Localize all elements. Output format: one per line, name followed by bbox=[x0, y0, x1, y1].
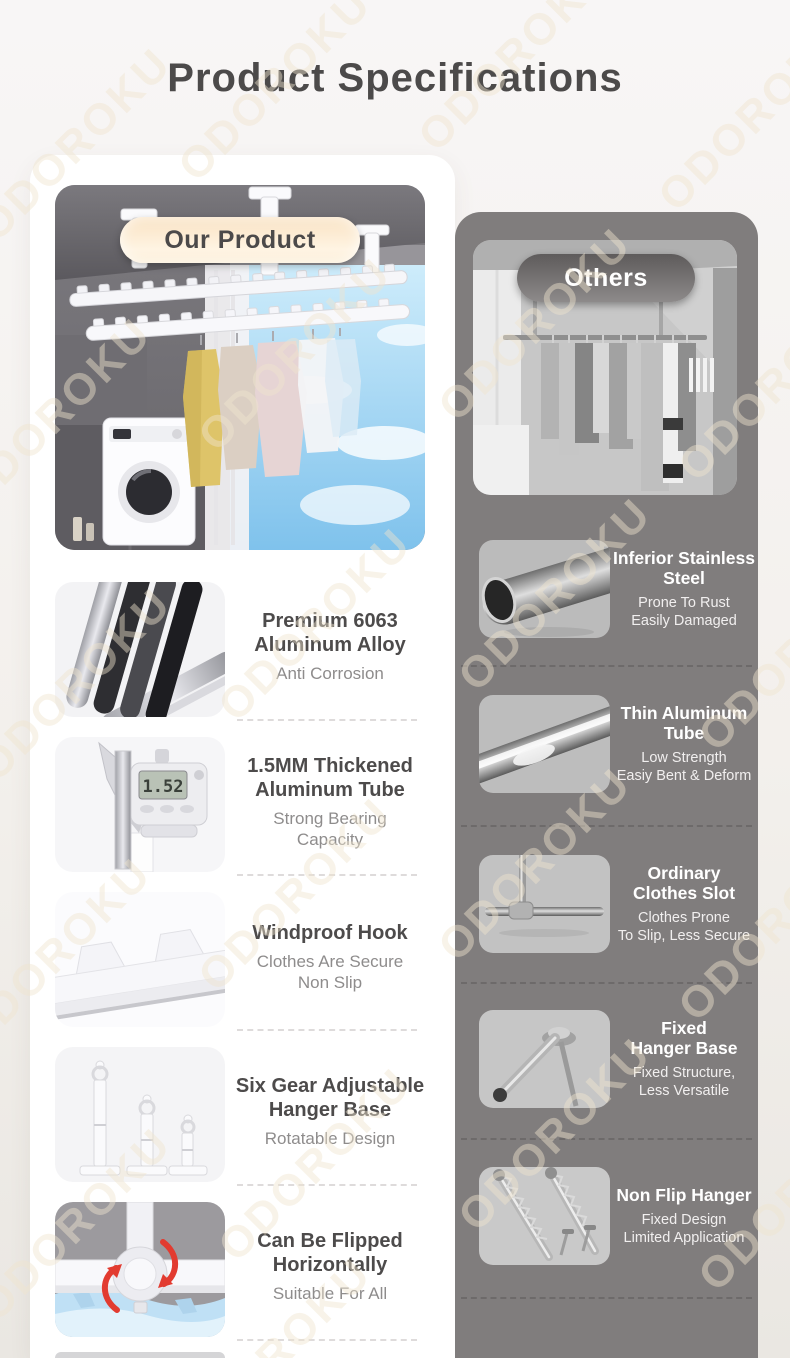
our-product-panel: Our Product bbox=[30, 155, 455, 1358]
feature-title: Ordinary Clothes Slot bbox=[632, 862, 736, 903]
feature-title: Six Gear Adjustable Hanger Base bbox=[235, 1075, 425, 1121]
divider bbox=[461, 665, 752, 667]
thin-tube-image bbox=[479, 695, 610, 793]
feature-title: Thin Aluminum Tube bbox=[620, 702, 748, 743]
next-image-peek bbox=[55, 1352, 225, 1358]
others-badge: Others bbox=[517, 254, 695, 302]
divider bbox=[461, 825, 752, 827]
page-title: Product Specifications bbox=[167, 56, 623, 100]
caliper-image: 1.52 bbox=[55, 737, 225, 872]
fixed-base-image bbox=[479, 1010, 610, 1108]
others-row-thin-tube: Thin Aluminum Tube Low Strength Easiy Be… bbox=[455, 695, 758, 793]
feature-row-flip: Can Be Flipped Horizontally Suitable For… bbox=[30, 1200, 455, 1345]
feature-title: Premium 6063 Aluminum Alloy bbox=[254, 610, 406, 656]
divider bbox=[237, 874, 417, 876]
feature-title: Windproof Hook bbox=[252, 921, 408, 944]
feature-row-windproof-hook: Windproof Hook Clothes Are Secure Non Sl… bbox=[30, 890, 455, 1035]
our-product-hero-image: Our Product bbox=[55, 185, 425, 550]
feature-title: Fixed Hanger Base bbox=[630, 1017, 738, 1058]
others-panel: Others bbox=[455, 212, 758, 1358]
our-product-badge: Our Product bbox=[120, 217, 360, 263]
feature-subtitle: Fixed Structure, Less Versatile bbox=[632, 1065, 736, 1100]
feature-subtitle: Rotatable Design bbox=[264, 1129, 396, 1149]
feature-subtitle: Anti Corrosion bbox=[276, 664, 384, 684]
feature-subtitle: Strong Bearing Capacity bbox=[273, 809, 387, 849]
divider bbox=[237, 1029, 417, 1031]
flip-joint-image bbox=[55, 1202, 225, 1337]
clothes-slot-image bbox=[479, 855, 610, 953]
others-row-clothes-slot: Ordinary Clothes Slot Clothes Prone To S… bbox=[455, 855, 758, 953]
divider bbox=[237, 1339, 417, 1341]
feature-title: 1.5MM Thickened Aluminum Tube bbox=[247, 755, 413, 801]
others-hero-image: Others bbox=[473, 240, 737, 495]
caliper-reading: 1.52 bbox=[143, 777, 184, 797]
feature-row-hanger-base: Six Gear Adjustable Hanger Base Rotatabl… bbox=[30, 1045, 455, 1190]
non-flip-hanger-image bbox=[479, 1167, 610, 1265]
feature-subtitle: Low Strength Easiy Bent & Deform bbox=[616, 750, 752, 785]
divider bbox=[461, 1297, 752, 1299]
feature-title: Can Be Flipped Horizontally bbox=[257, 1230, 403, 1276]
others-row-non-flip: Non Flip Hanger Fixed Design Limited App… bbox=[455, 1167, 758, 1265]
divider bbox=[237, 719, 417, 721]
feature-subtitle: Prone To Rust Easily Damaged bbox=[631, 595, 737, 630]
others-row-steel: Inferior Stainless Steel Prone To Rust E… bbox=[455, 540, 758, 638]
others-row-fixed-base: Fixed Hanger Base Fixed Structure, Less … bbox=[455, 1010, 758, 1108]
feature-title: Inferior Stainless Steel bbox=[613, 547, 755, 588]
divider bbox=[237, 1184, 417, 1186]
windproof-hook-image bbox=[55, 892, 225, 1027]
divider bbox=[461, 982, 752, 984]
feature-subtitle: Fixed Design Limited Application bbox=[623, 1211, 745, 1247]
feature-subtitle: Clothes Prone To Slip, Less Secure bbox=[617, 910, 751, 945]
others-rack-scene bbox=[473, 240, 737, 495]
watermark: ODOROKU bbox=[649, 8, 790, 221]
feature-subtitle: Suitable For All bbox=[272, 1284, 388, 1304]
adjustable-bases-image bbox=[55, 1047, 225, 1182]
feature-row-thickened-tube: 1.52 1.5MM Thickened Aluminum Tube Stron… bbox=[30, 735, 455, 880]
divider bbox=[461, 1138, 752, 1140]
inferior-steel-image bbox=[479, 540, 610, 638]
aluminum-alloy-image bbox=[55, 582, 225, 717]
feature-subtitle: Clothes Are Secure Non Slip bbox=[256, 952, 404, 992]
feature-row-aluminum-alloy: Premium 6063 Aluminum Alloy Anti Corrosi… bbox=[30, 580, 455, 725]
feature-title: Non Flip Hanger bbox=[616, 1184, 752, 1205]
